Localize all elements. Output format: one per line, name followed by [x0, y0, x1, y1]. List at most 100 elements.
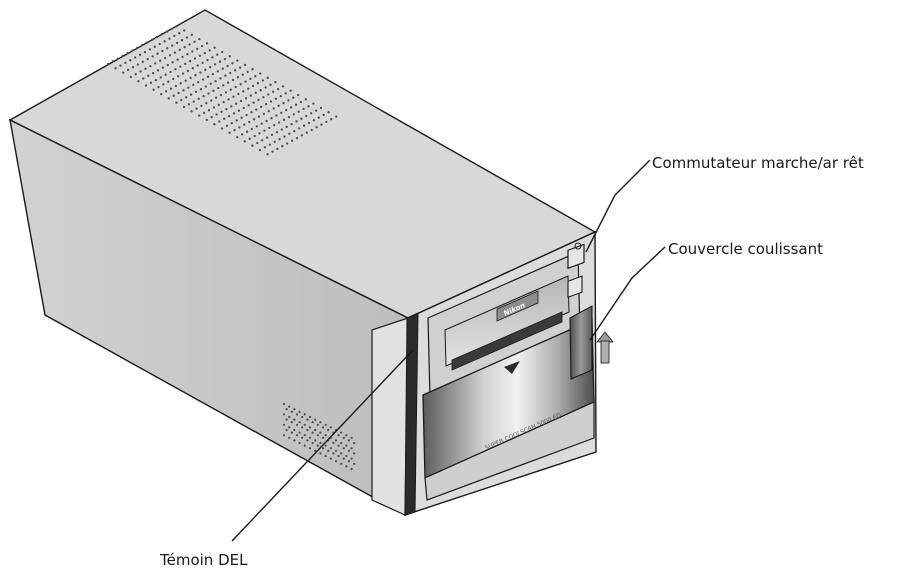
vent-dot [228, 55, 231, 58]
vent-dot [196, 64, 199, 67]
eject-button[interactable] [567, 275, 583, 299]
vent-dot [251, 144, 254, 147]
vent-dot [211, 72, 215, 76]
vent-dot [332, 452, 335, 455]
vent-dot [308, 415, 312, 419]
vent-dot [235, 102, 238, 105]
vent-dot [303, 434, 306, 437]
vent-dot [151, 71, 155, 75]
vent-dot [282, 118, 286, 121]
vent-dot [219, 93, 223, 97]
vent-dot [298, 127, 301, 130]
vent-dot [240, 133, 244, 136]
vent-dot [337, 454, 340, 458]
vent-dot [184, 62, 187, 66]
vent-dot [314, 439, 317, 442]
slide-up-arrow-icon [596, 331, 614, 364]
vent-dot [183, 29, 186, 32]
vent-dot [156, 52, 159, 55]
vent-dot [216, 70, 219, 73]
vent-dot [316, 434, 319, 437]
vent-dot [213, 46, 216, 49]
vent-dot [168, 37, 171, 40]
vent-dot [263, 146, 267, 149]
vent-dot [159, 59, 162, 62]
vent-dot [249, 77, 252, 81]
vent-dot [260, 105, 263, 109]
vent-dot [342, 447, 345, 450]
vent-dot [297, 93, 300, 97]
leader-power-switch [585, 159, 651, 253]
vent-dot [248, 137, 251, 140]
vent-dot [266, 153, 269, 156]
vent-dot [298, 410, 301, 413]
vent-dot [154, 62, 157, 65]
vent-dot [290, 410, 293, 413]
vent-dot [261, 139, 264, 142]
vent-dot [289, 89, 292, 92]
vent-dot [350, 457, 353, 460]
vent-dot [275, 114, 278, 117]
vent-dot [317, 116, 320, 119]
vent-dot [234, 85, 237, 89]
vent-dot [192, 100, 195, 103]
vent-dot [197, 97, 200, 101]
vent-dot [268, 126, 271, 130]
vent-dot [239, 83, 242, 86]
vent-dot [163, 40, 166, 43]
vent-dot [308, 426, 312, 429]
vent-dot [226, 64, 229, 68]
vent-dot [210, 99, 213, 102]
vent-dot [269, 83, 272, 86]
vent-dot [186, 69, 190, 73]
vent-dot [324, 444, 327, 447]
vent-dot [273, 140, 276, 144]
vent-dot [342, 457, 345, 460]
vent-dot [174, 68, 177, 71]
vent-dot [300, 117, 303, 120]
vent-dot [188, 43, 191, 46]
vent-dot [171, 44, 174, 47]
vent-dot [187, 86, 190, 89]
vent-dot [242, 90, 245, 93]
vent-dot [162, 83, 165, 86]
vent-dot [304, 98, 307, 101]
callout-led-indicator: Témoin DEL [160, 551, 248, 569]
vent-dot [270, 117, 273, 120]
vent-dot [285, 125, 288, 128]
vent-dot [196, 47, 199, 50]
vent-dot [202, 95, 205, 98]
sliding-cover-tab[interactable] [569, 305, 593, 380]
vent-dot [272, 107, 275, 110]
vent-dot [295, 413, 299, 416]
vent-dot [263, 129, 266, 132]
vent-dot [254, 91, 257, 95]
vent-dot [340, 452, 343, 455]
vent-dot [167, 97, 170, 100]
power-switch[interactable] [567, 243, 585, 270]
vent-dot [172, 77, 175, 81]
vent-dot [188, 60, 192, 63]
vent-dot [251, 84, 255, 88]
vent-dot [342, 436, 345, 439]
vent-dot [285, 108, 288, 112]
vent-dot [134, 56, 137, 59]
vent-dot [167, 80, 170, 83]
vent-dot [205, 102, 208, 105]
vent-dot [204, 68, 207, 71]
vent-dot [106, 62, 110, 66]
vent-dot [310, 128, 313, 132]
vent-dot [288, 426, 291, 429]
vent-dot [264, 103, 268, 106]
vent-dot [347, 460, 351, 463]
vent-dot [216, 53, 219, 56]
vent-dot [141, 60, 144, 63]
vent-dot [330, 118, 333, 121]
vent-dot [324, 423, 327, 426]
vent-dot [329, 426, 332, 429]
vent-dot [193, 40, 196, 43]
vent-dot [334, 460, 338, 463]
vent-dot [264, 86, 267, 89]
vent-dot [272, 90, 275, 93]
vent-dot [312, 102, 315, 105]
